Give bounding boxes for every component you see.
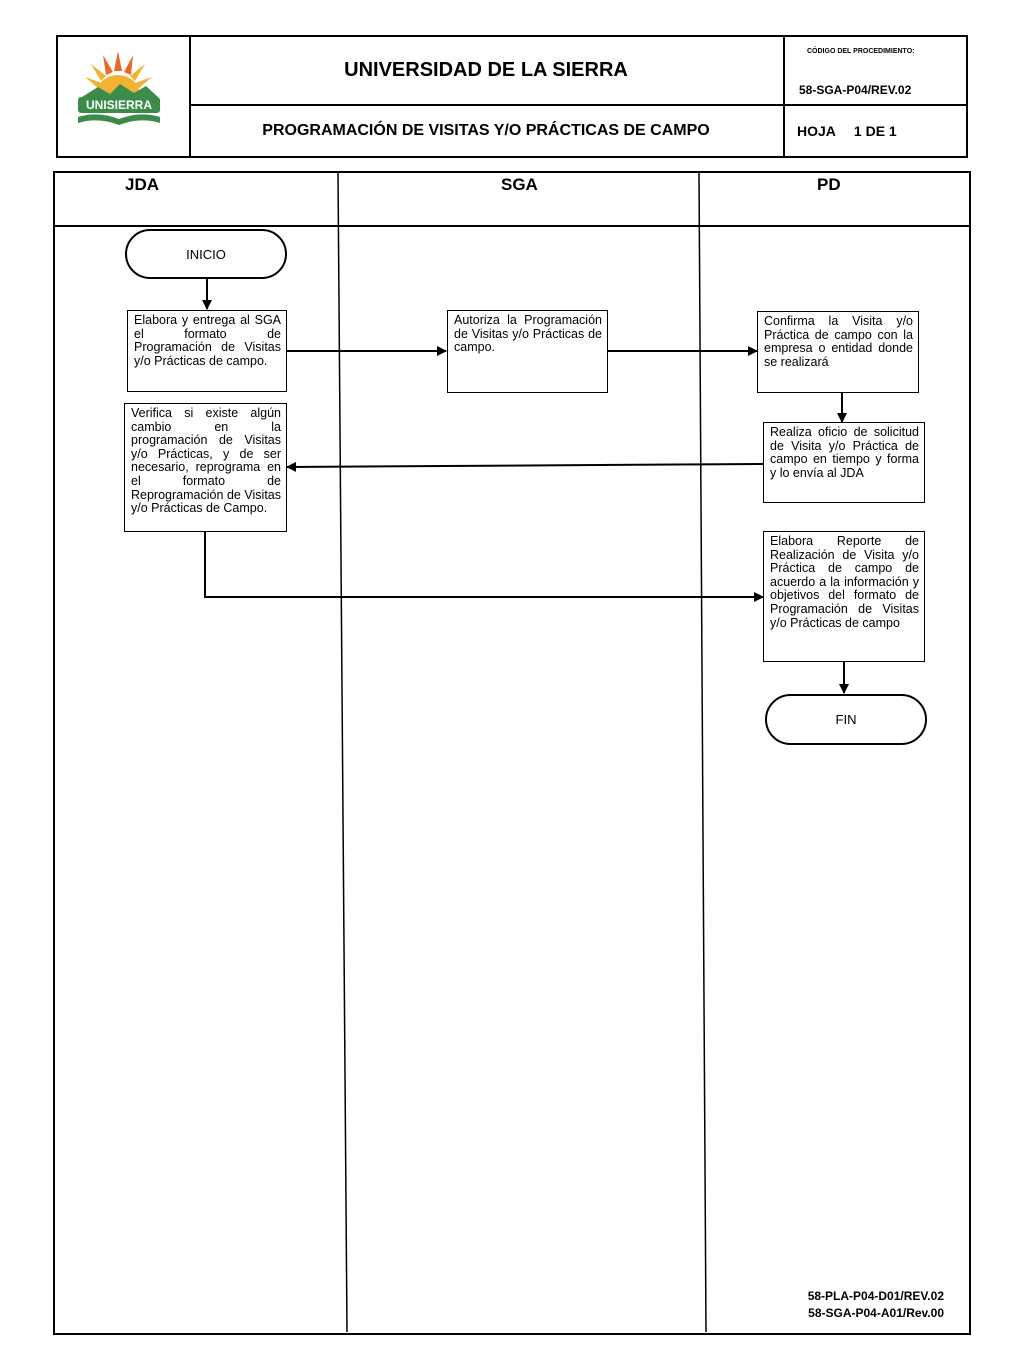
step-jda-verifica-cambios: Verifica si existe algún cambio en la pr…: [124, 403, 287, 532]
lane-header-divider: [55, 225, 969, 227]
logo-cell: UNISIERRA: [58, 37, 191, 156]
step-pd-confirma-visita: Confirma la Visita y/o Práctica de campo…: [757, 311, 919, 393]
university-logo: UNISIERRA: [78, 51, 160, 125]
arrow-jda-step2-to-pd-step3: [204, 532, 764, 602]
step-pd-elabora-reporte: Elabora Reporte de Realización de Visita…: [763, 531, 925, 662]
logo-text: UNISIERRA: [86, 98, 152, 112]
sheet-cell: HOJA 1 DE 1: [785, 106, 966, 156]
lane-header-jda: JDA: [125, 175, 160, 194]
lane-divider-sga-pd: [698, 172, 707, 1333]
institution-title: UNIVERSIDAD DE LA SIERRA: [189, 37, 785, 106]
lane-divider-jda-sga: [337, 172, 348, 1333]
step-pd-realiza-oficio: Realiza oficio de solicitud de Visita y/…: [763, 422, 925, 503]
start-terminal: INICIO: [125, 229, 287, 279]
procedure-code-value: 58-SGA-P04/REV.02: [799, 83, 912, 97]
procedure-code-cell: CÓDIGO DEL PROCEDIMIENTO: 58-SGA-P04/REV…: [785, 37, 966, 106]
step-sga-autoriza-programacion: Autoriza la Programación de Visitas y/o …: [447, 310, 608, 393]
footer-doc-code-2: 58-SGA-P04-A01/Rev.00: [808, 1306, 944, 1320]
procedure-title: PROGRAMACIÓN DE VISITAS Y/O PRÁCTICAS DE…: [189, 106, 785, 156]
sheet-value: 1 DE 1: [853, 123, 897, 139]
lane-header-pd: PD: [817, 175, 841, 194]
swimlane-frame: JDA SGA PD: [53, 171, 971, 1335]
step-jda-elabora-programacion: Elabora y entrega al SGA el formato de P…: [127, 310, 287, 392]
arrow-pd-step2-to-jda-step2: [286, 461, 764, 472]
end-terminal: FIN: [765, 694, 927, 745]
sheet-label: HOJA: [797, 123, 836, 139]
procedure-header: UNISIERRA UNIVERSIDAD DE LA SIERRA PROGR…: [56, 35, 968, 158]
footer-doc-code-1: 58-PLA-P04-D01/REV.02: [807, 1289, 944, 1303]
procedure-code-label: CÓDIGO DEL PROCEDIMIENTO:: [807, 48, 915, 55]
lane-header-sga: SGA: [501, 175, 538, 194]
